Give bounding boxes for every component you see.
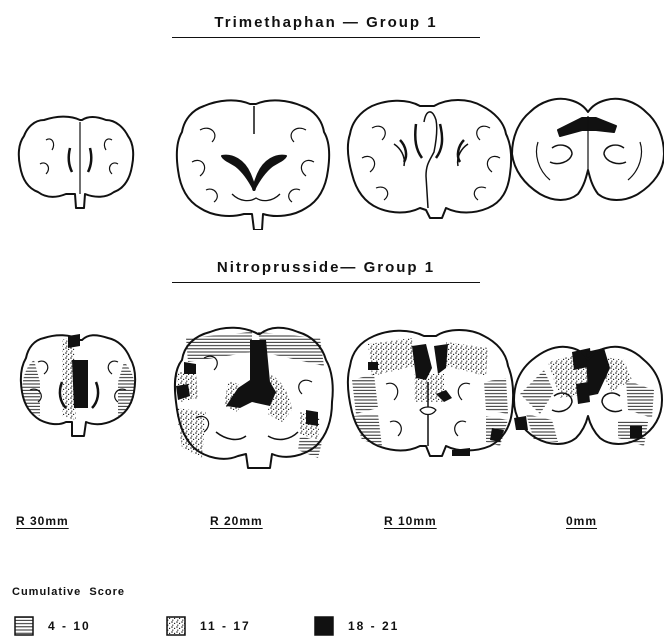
nitroprusside-sections bbox=[0, 322, 664, 472]
level-label-0mm: 0mm bbox=[566, 514, 597, 528]
nitroprusside-section-0mm bbox=[514, 347, 662, 446]
trimethaphan-sections bbox=[0, 90, 664, 230]
legend-item-solid: 18 - 21 bbox=[314, 616, 399, 636]
nitroprusside-section-r20 bbox=[175, 328, 333, 468]
trimethaphan-section-r30 bbox=[19, 117, 133, 208]
legend-range-low: 4 - 10 bbox=[48, 619, 91, 633]
nitroprusside-title: Nitroprusside— Group 1 bbox=[172, 259, 480, 277]
stippled-swatch bbox=[166, 616, 186, 636]
legend-item-hatched: 4 - 10 bbox=[14, 616, 91, 636]
legend-item-stippled: 11 - 17 bbox=[166, 616, 251, 636]
level-label-r10: R 10mm bbox=[384, 514, 437, 528]
legend-title: Cumulative Score bbox=[12, 586, 125, 598]
level-label-r20: R 20mm bbox=[210, 514, 263, 528]
trimethaphan-section-0mm bbox=[512, 99, 664, 200]
nitroprusside-title-underline bbox=[172, 282, 480, 283]
legend-range-high: 18 - 21 bbox=[348, 619, 399, 633]
legend-range-mid: 11 - 17 bbox=[200, 619, 251, 633]
trimethaphan-section-r20 bbox=[177, 100, 329, 230]
nitroprusside-section-r10 bbox=[348, 330, 513, 456]
trimethaphan-title: Trimethaphan — Group 1 bbox=[172, 14, 480, 32]
solid-swatch bbox=[314, 616, 334, 636]
trimethaphan-section-r10 bbox=[348, 100, 511, 218]
nitroprusside-section-r30 bbox=[21, 334, 135, 436]
hatched-swatch bbox=[14, 616, 34, 636]
trimethaphan-title-underline bbox=[172, 37, 480, 38]
level-label-r30: R 30mm bbox=[16, 514, 69, 528]
